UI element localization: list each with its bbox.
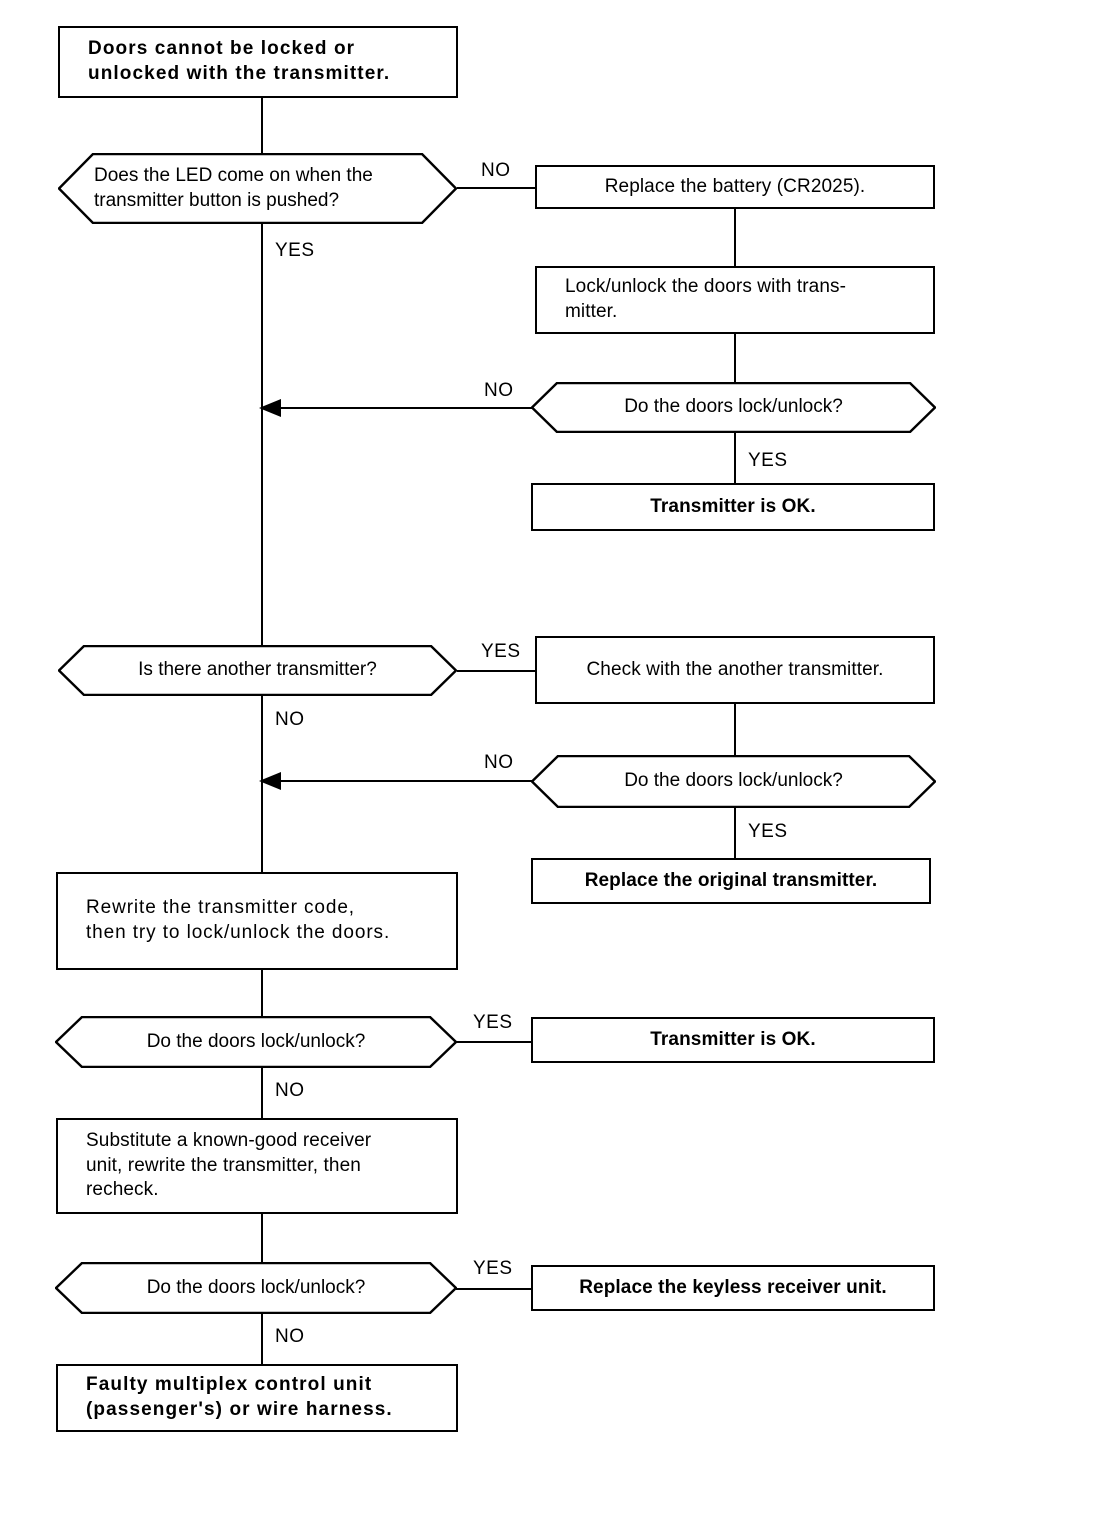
node-replace-original-transmitter: Replace the original transmitter. bbox=[531, 858, 931, 904]
connector-d5-yes bbox=[456, 1041, 532, 1043]
connector-d4-no bbox=[278, 780, 533, 782]
node-check-another-transmitter-text: Check with the another transmitter. bbox=[586, 658, 884, 680]
node-check-another-transmitter: Check with the another transmitter. bbox=[535, 636, 935, 704]
node-start-line1: Doors cannot be locked or bbox=[88, 38, 356, 60]
node-substitute-line1: Substitute a known-good receiver bbox=[86, 1129, 372, 1151]
node-rewrite-line2: then try to lock/unlock the doors. bbox=[86, 922, 391, 943]
branch-label-d5-no: NO bbox=[275, 1080, 305, 1101]
node-decision-doors-3-text: Do the doors lock/unlock? bbox=[146, 1030, 366, 1052]
node-decision-doors-4: Do the doors lock/unlock? bbox=[55, 1262, 457, 1314]
connector-p1-to-p2 bbox=[734, 209, 736, 267]
node-decision-led-line2: transmitter button is pushed? bbox=[94, 189, 340, 211]
node-start-line2: unlocked with the transmitter. bbox=[88, 63, 391, 84]
node-transmitter-ok-1: Transmitter is OK. bbox=[531, 483, 935, 531]
node-substitute-receiver: Substitute a known-good receiver unit, r… bbox=[56, 1118, 458, 1214]
node-lock-unlock-line1: Lock/unlock the doors with trans- bbox=[565, 276, 847, 298]
connector-d2-yes bbox=[734, 433, 736, 483]
branch-label-d2-no: NO bbox=[484, 380, 514, 401]
node-lock-unlock-line2: mitter. bbox=[565, 301, 618, 322]
node-decision-led: Does the LED come on when the transmitte… bbox=[58, 153, 457, 224]
branch-label-d4-yes: YES bbox=[748, 821, 788, 842]
node-faulty-multiplex-control-unit: Faulty multiplex control unit (passenger… bbox=[56, 1364, 458, 1432]
node-decision-doors-3: Do the doors lock/unlock? bbox=[55, 1016, 457, 1068]
connector-d1-no bbox=[457, 187, 535, 189]
connector-d6-no bbox=[261, 1314, 263, 1364]
connector-p5-to-d6 bbox=[261, 1214, 263, 1262]
branch-label-d1-yes: YES bbox=[275, 240, 315, 261]
node-replace-battery: Replace the battery (CR2025). bbox=[535, 165, 935, 209]
connector-d6-yes bbox=[456, 1288, 532, 1290]
node-replace-keyless-receiver-text: Replace the keyless receiver unit. bbox=[579, 1276, 887, 1298]
branch-label-d1-no: NO bbox=[481, 160, 511, 181]
branch-label-d4-no: NO bbox=[484, 752, 514, 773]
node-faulty-line2: (passenger's) or wire harness. bbox=[86, 1399, 393, 1420]
branch-label-d6-no: NO bbox=[275, 1326, 305, 1347]
node-decision-another-transmitter-text: Is there another transmitter? bbox=[138, 659, 377, 681]
branch-label-d3-yes: YES bbox=[481, 641, 521, 662]
node-substitute-line2: unit, rewrite the transmitter, then bbox=[86, 1154, 361, 1176]
node-start: Doors cannot be locked or unlocked with … bbox=[58, 26, 458, 98]
connector-p2-to-d2 bbox=[734, 334, 736, 382]
connector-d2-no bbox=[278, 407, 533, 409]
arrow-d2-no bbox=[259, 399, 281, 417]
connector-p3-to-d4 bbox=[734, 704, 736, 755]
node-faulty-line1: Faulty multiplex control unit bbox=[86, 1374, 373, 1396]
node-replace-battery-text: Replace the battery (CR2025). bbox=[604, 175, 866, 197]
node-replace-keyless-receiver: Replace the keyless receiver unit. bbox=[531, 1265, 935, 1311]
connector-d5-no bbox=[261, 1068, 263, 1118]
connector-start-to-d1 bbox=[261, 98, 263, 154]
branch-label-d6-yes: YES bbox=[473, 1258, 513, 1279]
node-transmitter-ok-1-text: Transmitter is OK. bbox=[650, 495, 816, 517]
node-decision-doors-2: Do the doors lock/unlock? bbox=[531, 755, 936, 808]
connector-d4-yes bbox=[734, 808, 736, 858]
node-decision-doors-1: Do the doors lock/unlock? bbox=[531, 382, 936, 433]
branch-label-d2-yes: YES bbox=[748, 450, 788, 471]
node-lock-unlock-with-transmitter: Lock/unlock the doors with trans- mitter… bbox=[535, 266, 935, 334]
node-transmitter-ok-2-text: Transmitter is OK. bbox=[650, 1028, 816, 1050]
node-substitute-line3: recheck. bbox=[86, 1179, 159, 1201]
node-decision-doors-4-text: Do the doors lock/unlock? bbox=[146, 1276, 366, 1298]
node-replace-original-transmitter-text: Replace the original transmitter. bbox=[584, 869, 878, 891]
branch-label-d5-yes: YES bbox=[473, 1012, 513, 1033]
node-rewrite-line1: Rewrite the transmitter code, bbox=[86, 897, 355, 919]
node-rewrite-transmitter-code: Rewrite the transmitter code, then try t… bbox=[56, 872, 458, 970]
node-decision-doors-2-text: Do the doors lock/unlock? bbox=[624, 770, 843, 792]
arrow-d4-no bbox=[259, 772, 281, 790]
node-decision-doors-1-text: Do the doors lock/unlock? bbox=[624, 396, 843, 418]
node-transmitter-ok-2: Transmitter is OK. bbox=[531, 1017, 935, 1063]
node-decision-another-transmitter: Is there another transmitter? bbox=[58, 645, 457, 696]
branch-label-d3-no: NO bbox=[275, 709, 305, 730]
connector-d1-yes bbox=[261, 224, 263, 646]
connector-d3-yes bbox=[457, 670, 535, 672]
connector-p4-to-d5 bbox=[261, 970, 263, 1016]
node-decision-led-line1: Does the LED come on when the bbox=[94, 164, 373, 186]
